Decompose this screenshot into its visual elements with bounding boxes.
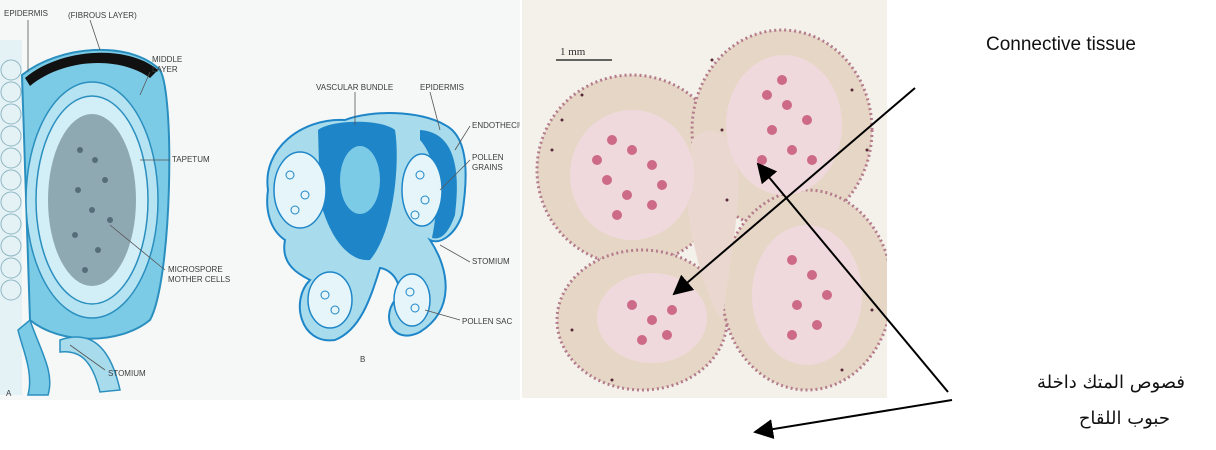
arrow-connective-to-pollen — [674, 88, 915, 294]
anther-lobes-label: فصوص المتك داخلة — [885, 372, 1185, 393]
arrow-lobes-to-chamber — [758, 164, 948, 392]
connective-tissue-label: Connective tissue — [986, 34, 1136, 56]
pollen-grains-label: حبوب اللقاح — [885, 408, 1170, 429]
